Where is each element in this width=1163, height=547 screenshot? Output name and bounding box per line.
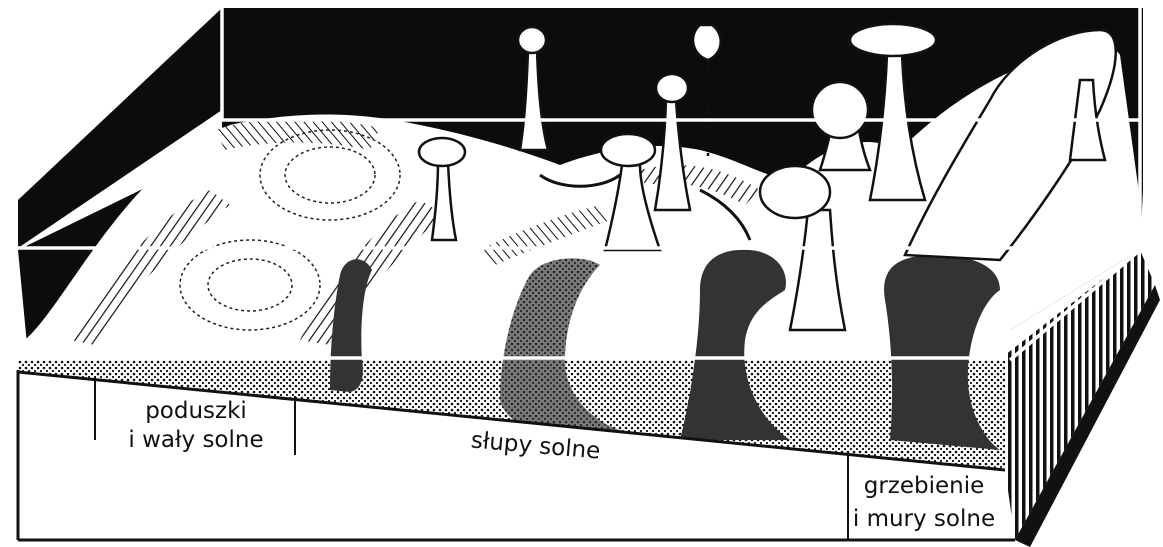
label-pillows-line2: i wały solne	[128, 427, 263, 453]
label-pillows-line1: poduszki	[145, 398, 247, 424]
label-ridges-line1: grzebienie	[864, 473, 985, 499]
label-ridges-line2: i mury solne	[853, 506, 995, 532]
